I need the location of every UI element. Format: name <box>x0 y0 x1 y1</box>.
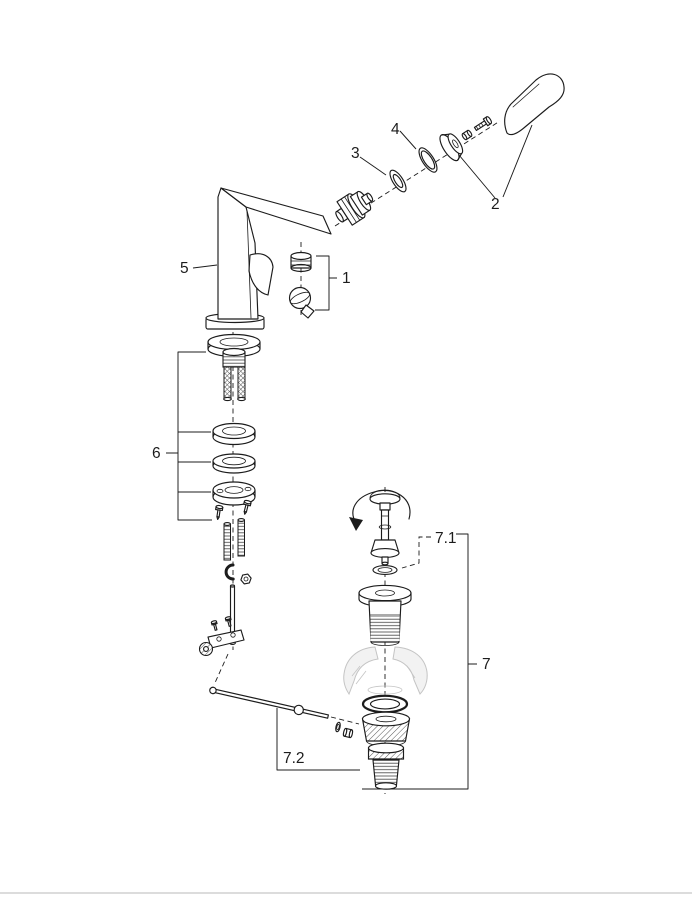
aerator-assembly <box>288 251 315 319</box>
drain-strainer-top <box>358 584 412 646</box>
bracket-7-2 <box>276 708 360 771</box>
rod-clamp-assembly <box>198 616 245 657</box>
mounting-hardware <box>207 333 261 645</box>
leader-4 <box>399 130 417 150</box>
o-ring-seal <box>389 169 407 193</box>
callout-leaders <box>166 124 533 790</box>
faucet-lever <box>248 253 274 296</box>
basin-ghost <box>343 646 428 696</box>
handle-assembly <box>335 73 565 226</box>
metal-washer <box>212 453 256 474</box>
fixing-screw-right <box>243 499 252 515</box>
callout-7-1: 7.1 <box>435 530 457 547</box>
cover-plug <box>461 129 473 141</box>
ball-rod <box>209 686 329 719</box>
rod-nut <box>342 727 354 739</box>
callout-1: 1 <box>342 270 351 287</box>
hex-nut <box>240 573 252 585</box>
callout-7: 7 <box>482 656 491 673</box>
callout-7-2: 7.2 <box>283 750 305 767</box>
aerator-insert <box>290 251 312 273</box>
drain-body-assembly <box>343 584 428 790</box>
callout-4: 4 <box>391 121 400 138</box>
callout-3: 3 <box>351 145 360 162</box>
callout-6: 6 <box>152 445 161 462</box>
lift-rod-assembly <box>209 686 354 739</box>
clamp-plate <box>207 629 245 649</box>
bracket-6 <box>166 351 212 521</box>
plunger-seal-ring <box>372 565 398 575</box>
drain-plunger-assembly <box>349 489 411 575</box>
clamp-screw-right <box>224 616 232 627</box>
threaded-studs <box>223 518 245 561</box>
fixing-screw-left <box>215 504 224 520</box>
callout-2: 2 <box>491 196 500 213</box>
rod-o-ring <box>335 721 341 733</box>
leader-3 <box>359 156 387 176</box>
handle-lever <box>504 73 565 136</box>
leader-2 <box>458 124 533 199</box>
threaded-shank-and-hoses <box>222 347 246 402</box>
cartridge <box>335 190 374 226</box>
leader-7-1 <box>401 536 431 569</box>
rotation-arrow <box>352 489 411 524</box>
horseshoe-clip <box>224 563 235 581</box>
rubber-washer <box>212 422 256 446</box>
mounting-flange <box>212 481 256 506</box>
handle-screw <box>473 116 493 131</box>
handle-cap <box>439 133 464 162</box>
faucet-spout <box>220 187 332 235</box>
clamp-screw-left <box>210 620 218 631</box>
bracket-7 <box>362 533 477 790</box>
retaining-ring <box>418 147 438 173</box>
faucet-body <box>205 187 332 330</box>
leader-5 <box>192 264 218 269</box>
swivel-spout-joint <box>288 286 315 319</box>
drain-o-ring <box>361 694 409 714</box>
bracket-1 <box>315 255 337 311</box>
drain-lock-nut <box>361 711 411 747</box>
drain-tailpiece <box>367 742 405 790</box>
callout-labels: 1 2 3 4 5 6 7 7.1 7.2 <box>152 121 500 767</box>
callout-5: 5 <box>180 260 189 277</box>
